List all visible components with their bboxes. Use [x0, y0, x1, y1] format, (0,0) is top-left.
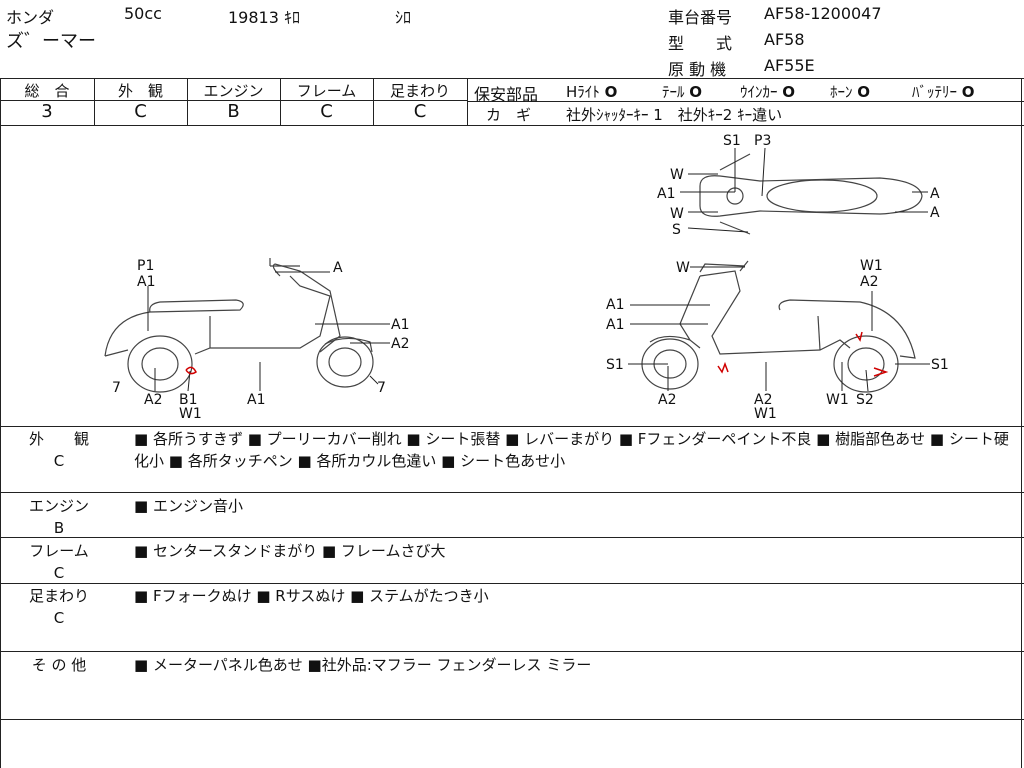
diagram-label: S	[672, 222, 681, 238]
diagram-label: W	[676, 260, 690, 276]
diagram-label: W	[670, 206, 684, 222]
engine-model-value: AF55E	[764, 56, 815, 75]
diagram-label: A2	[391, 336, 409, 352]
diagram-label: S1	[606, 357, 624, 373]
body-color: ｼﾛ	[395, 8, 412, 27]
diagram-label: A1	[391, 317, 409, 333]
other-notes: ■ メーターパネル色あせ ■社外品:マフラー フェンダーレス ミラー	[134, 656, 592, 674]
diagram-label: W1	[860, 258, 883, 274]
divider	[468, 101, 1024, 102]
type-label: 型 式	[668, 34, 733, 53]
grade-exterior: C	[134, 101, 147, 122]
grade-header-overall: 総 合	[24, 82, 70, 100]
divider	[0, 537, 1024, 538]
safety-label: 保安部品	[474, 85, 539, 104]
divider	[0, 719, 1024, 720]
divider	[280, 78, 281, 125]
diagram-label: A	[930, 205, 940, 221]
diagram-label: A1	[247, 392, 265, 408]
diagram-label: 7	[112, 380, 121, 396]
safety-item-headlight: Hﾗｲﾄ O	[566, 83, 618, 101]
divider	[0, 78, 1024, 79]
diagram-label: W1	[179, 406, 202, 422]
diagram-label: A2	[658, 392, 676, 408]
diagram-label: A1	[606, 317, 624, 333]
diagram-label: W1	[754, 406, 777, 422]
divider	[373, 78, 374, 125]
exterior-notes: ■ 各所うすきず ■ プーリーカバー削れ ■ シート張替 ■ レバーまがり ■ …	[134, 430, 1009, 470]
safety-item-winker: ｳｲﾝｶｰ O	[740, 83, 796, 101]
diagram-label: W1	[826, 392, 849, 408]
red-pen-marks	[185, 331, 889, 377]
grade-engine: B	[227, 101, 240, 122]
grade-frame: C	[320, 101, 333, 122]
grade-suspension: C	[413, 101, 427, 122]
divider	[187, 78, 188, 125]
divider	[1021, 78, 1022, 768]
diagram-label: S1	[723, 133, 741, 149]
diagram-label: S2	[856, 392, 874, 408]
divider	[0, 100, 468, 101]
diagram-label: A2	[860, 274, 878, 290]
divider	[0, 125, 1024, 126]
divider	[0, 651, 1024, 652]
grade-header-exterior: 外 観	[117, 82, 163, 100]
frame-number-label: 車台番号	[668, 8, 733, 27]
divider	[0, 78, 1, 768]
grade-header-suspension: 足まわり	[389, 82, 450, 100]
type-value: AF58	[764, 30, 805, 49]
section-other: そ の 他	[31, 656, 87, 674]
diagram-label: A1	[606, 297, 624, 313]
frame-number: AF58-1200047	[764, 4, 882, 23]
diagram-label: B1	[179, 392, 198, 408]
displacement: 50cc	[124, 4, 162, 23]
diagram-label: P3	[754, 133, 771, 149]
safety-item-battery: ﾊﾞｯﾃﾘｰ O	[912, 83, 975, 101]
key-value: 社外ｼｬｯﾀｰｷｰ 1 社外ｷｰ2 ｷｰ違い	[566, 106, 783, 124]
key-label: カ ギ	[486, 106, 532, 124]
divider	[0, 492, 1024, 493]
top-view-scooter	[699, 153, 923, 235]
safety-item-tail: ﾃｰﾙ O	[662, 83, 703, 101]
mileage: 19813 ｷﾛ	[228, 8, 300, 27]
engine-notes: ■ エンジン音小	[134, 497, 243, 515]
diagram-label: W	[670, 167, 684, 183]
diagram-label: A1	[137, 274, 155, 290]
diagram-label: S1	[931, 357, 949, 373]
engine-model-label: 原 動 機	[668, 60, 727, 79]
grade-overall: 3	[41, 101, 53, 122]
diagram-label: P1	[137, 258, 154, 274]
grade-header-frame: フレーム	[296, 82, 357, 100]
divider	[467, 78, 468, 125]
diagram-label: 7	[377, 380, 386, 396]
diagram-label: A2	[144, 392, 162, 408]
right-view-scooter	[641, 260, 916, 393]
model-name: ズ゛ーマー	[6, 31, 96, 52]
diagram-label: A2	[754, 392, 772, 408]
diagram-label: A	[333, 260, 343, 276]
diagram-label: A	[930, 186, 940, 202]
safety-item-horn: ﾎｰﾝ O	[830, 83, 871, 101]
divider	[94, 78, 95, 125]
divider	[0, 583, 1024, 584]
left-view-scooter	[104, 258, 374, 393]
grade-header-engine: エンジン	[203, 82, 264, 100]
leader-lines	[147, 147, 930, 392]
diagram-label: A1	[657, 186, 675, 202]
suspension-notes: ■ Fフォークぬけ ■ Rサスぬけ ■ ステムがたつき小	[134, 587, 489, 605]
frame-notes: ■ センタースタンドまがり ■ フレームさび大	[134, 542, 446, 560]
divider	[0, 426, 1024, 427]
maker: ホンダ	[6, 8, 55, 27]
